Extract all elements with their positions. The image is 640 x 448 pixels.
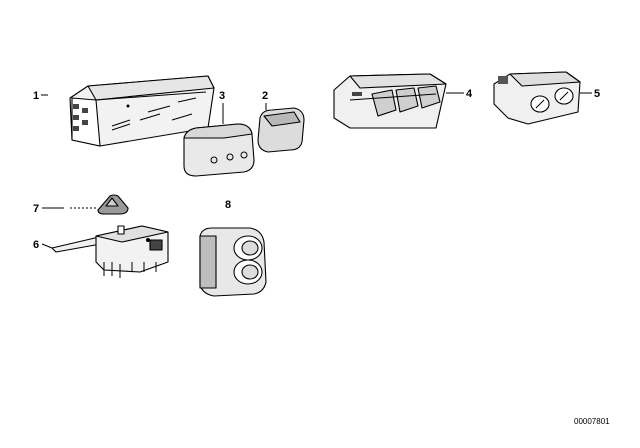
part-4-button-panel[interactable] [333,73,447,129]
part-1-switch-block[interactable] [69,75,215,147]
part-2-key-cap[interactable] [257,107,305,153]
callout-1: 1 [33,90,39,102]
callout-7: 7 [33,203,39,215]
callout-5: 5 [594,88,600,100]
callout-6: 6 [33,239,39,251]
part-7-small-cap[interactable] [97,194,129,215]
part-3-button-cap[interactable] [183,123,255,177]
callout-8: 8 [225,199,231,211]
callout-3: 3 [219,90,225,102]
part-6-lever-switch[interactable] [51,225,169,278]
part-8-double-switch[interactable] [199,227,267,297]
part-5-knob-module[interactable] [493,71,581,125]
callout-4: 4 [466,88,473,100]
callout-2: 2 [262,90,268,102]
reference-number: 00007801 [574,417,610,426]
